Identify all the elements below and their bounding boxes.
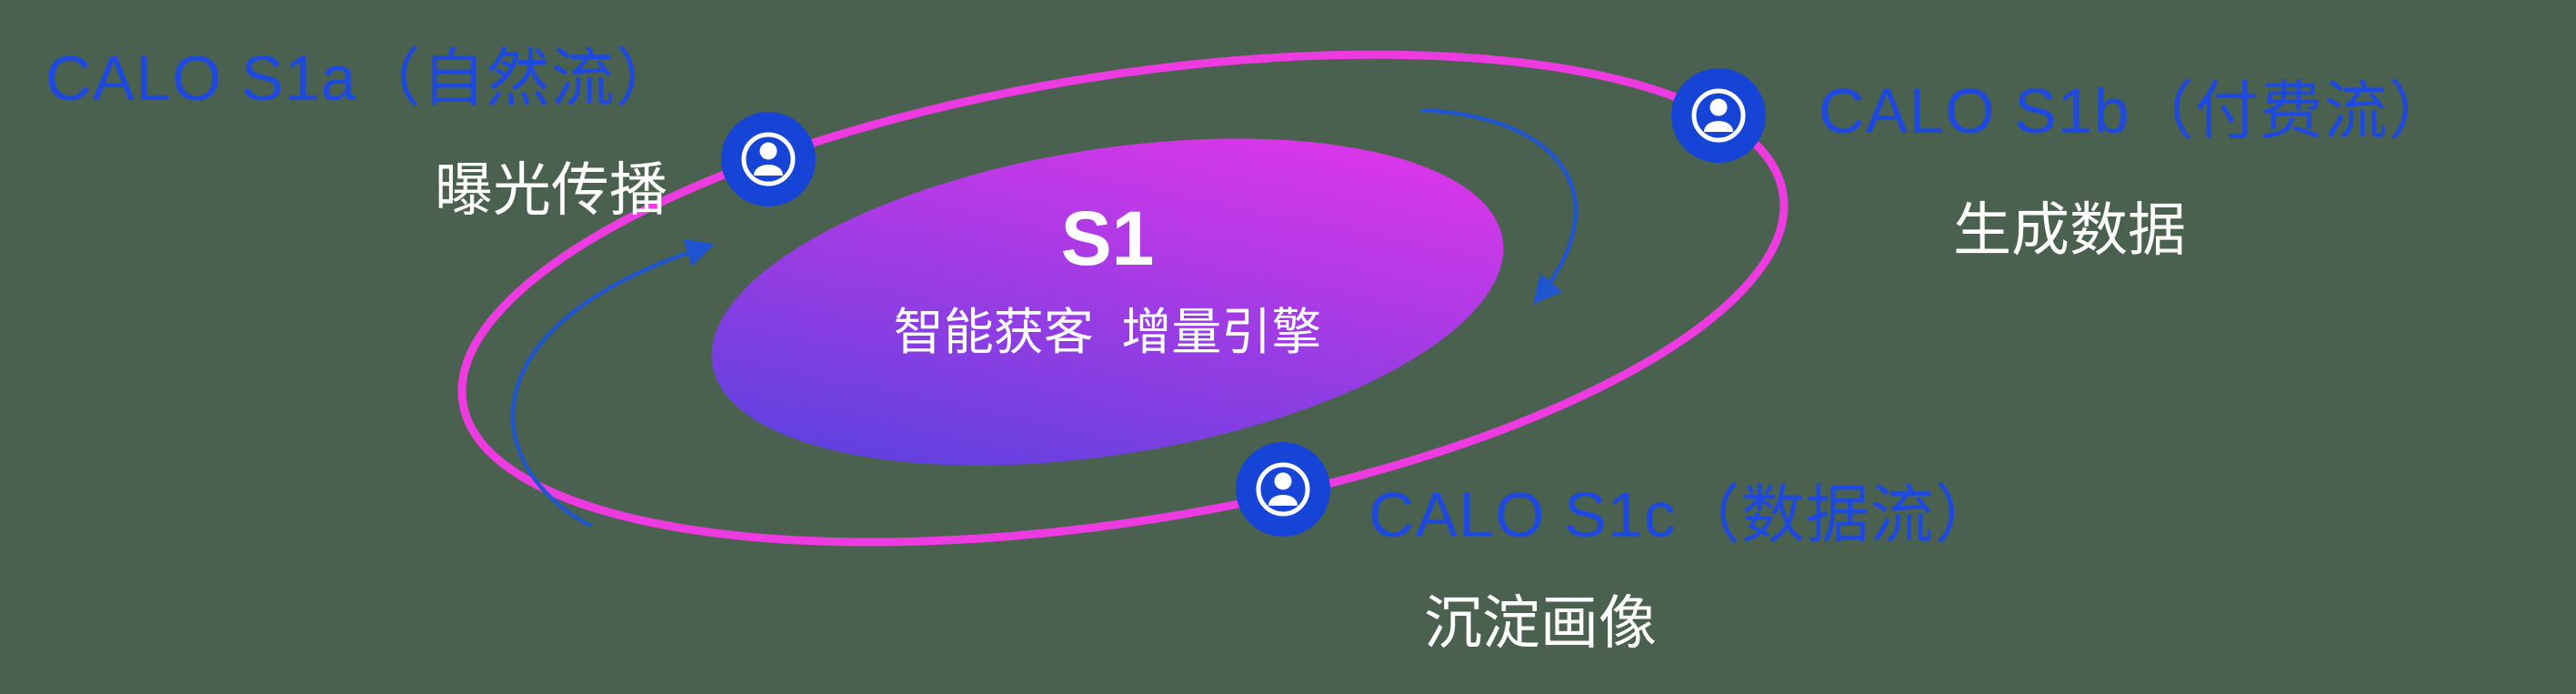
node-sublabel-s1a: 曝光传播 bbox=[435, 157, 667, 223]
node-sublabel-s1b: 生成数据 bbox=[1953, 197, 2186, 263]
node-label-s1c: CALO S1c（数据流） bbox=[1368, 479, 2000, 550]
orbit-ring bbox=[457, 50, 1789, 547]
user-circle-icon-s1b bbox=[1671, 68, 1766, 163]
flow-arrow-right bbox=[1420, 107, 1579, 305]
flow-arrow-left bbox=[510, 238, 716, 528]
user-circle-icon-s1c bbox=[1236, 442, 1330, 537]
core-ellipse bbox=[711, 138, 1504, 466]
core-subtitle: 智能获客 增量引擎 bbox=[893, 304, 1322, 361]
node-label-s1b: CALO S1b（付费流） bbox=[1819, 75, 2453, 146]
core-title: S1 bbox=[1060, 196, 1155, 281]
core-text-block: S1 智能获客 增量引擎 bbox=[744, 198, 1471, 364]
node-sublabel-s1c: 沉淀画像 bbox=[1424, 590, 1657, 656]
node-label-s1a: CALO S1a（自然流） bbox=[45, 43, 680, 114]
user-circle-icon-s1a bbox=[721, 112, 816, 206]
